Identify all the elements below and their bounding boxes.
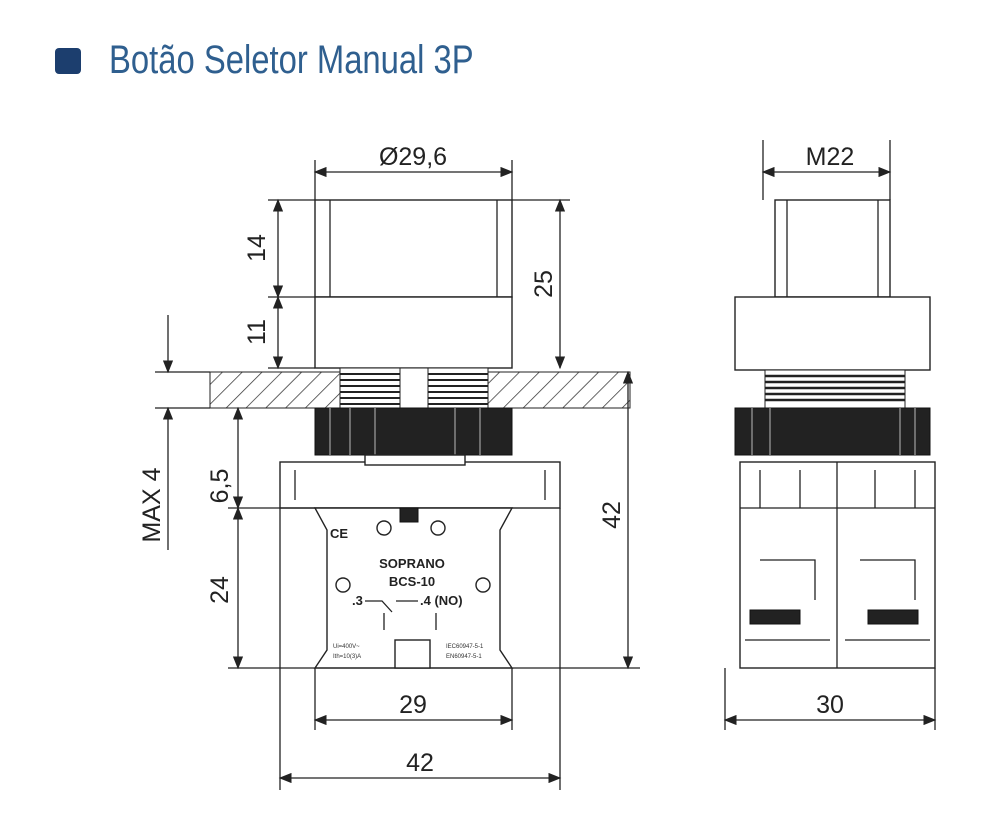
dim-total-width: 42 <box>406 749 434 777</box>
terminal-3-label: .3 <box>352 593 363 608</box>
dim-total-height: 42 <box>598 501 626 529</box>
standard-iec: IEC60947-5-1 <box>446 644 484 650</box>
selector-knob <box>314 199 513 298</box>
dim-above-panel: 25 <box>530 270 558 298</box>
front-view: CE SOPRANO BCS-10 .3 .4 (NO) Ui=400V~ It… <box>138 143 640 790</box>
dim-panel-max: MAX 4 <box>138 467 166 542</box>
dim-collar-height: 11 <box>243 319 271 345</box>
rating-voltage: Ui=400V~ <box>333 644 360 650</box>
dim-cap-height: 14 <box>243 234 271 262</box>
rating-current: Ith=10(3)A <box>333 654 361 660</box>
dim-side-width: 30 <box>816 691 844 719</box>
dim-base-height: 6,5 <box>206 469 234 504</box>
side-nut <box>734 407 931 456</box>
dim-block-height: 24 <box>206 576 234 604</box>
dim-block-width: 29 <box>399 691 427 719</box>
brand-label: SOPRANO <box>379 556 445 571</box>
lock-nut <box>314 407 513 456</box>
side-collar <box>734 296 931 371</box>
ce-mark: CE <box>330 526 348 541</box>
standard-en: EN60947-5-1 <box>446 654 482 660</box>
page-title: Botão Seletor Manual 3P <box>109 38 474 82</box>
bezel-collar <box>314 296 513 369</box>
base-adapter <box>279 461 561 509</box>
thread <box>339 367 489 409</box>
model-label: BCS-10 <box>389 574 435 589</box>
side-thread <box>764 369 906 409</box>
title-block: Botão Seletor Manual 3P <box>55 38 554 83</box>
terminal-4-label: .4 (NO) <box>420 593 463 608</box>
dim-diameter: Ø29,6 <box>379 143 447 171</box>
side-view: M22 30 <box>723 140 937 730</box>
dim-thread: M22 <box>806 143 855 171</box>
title-bullet <box>55 47 81 74</box>
side-knob <box>774 199 891 298</box>
